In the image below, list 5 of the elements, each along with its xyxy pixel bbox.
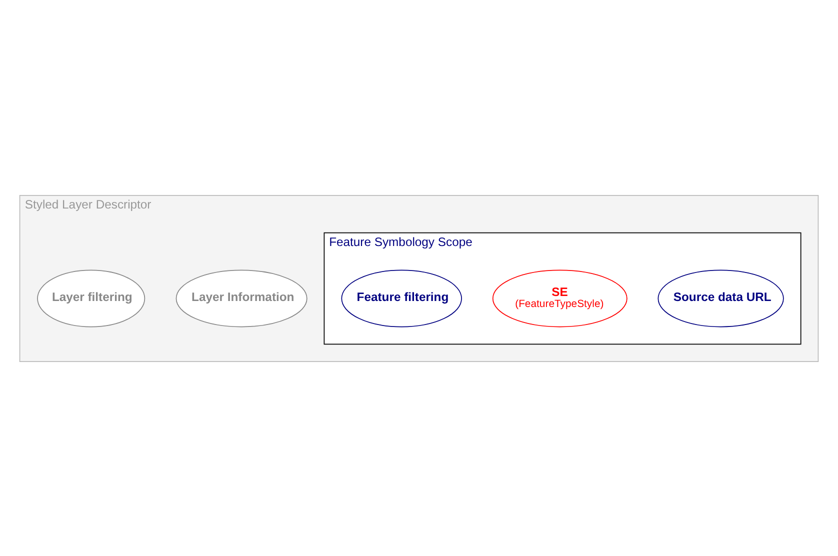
node-ellipse: Feature filtering (341, 269, 462, 327)
node-ellipse: Layer Information (176, 269, 308, 327)
node-ellipse: Source data URL (658, 269, 784, 327)
node-ellipse: SE (FeatureTypeStyle) (492, 269, 628, 327)
node-ellipse: Layer filtering (37, 269, 146, 327)
